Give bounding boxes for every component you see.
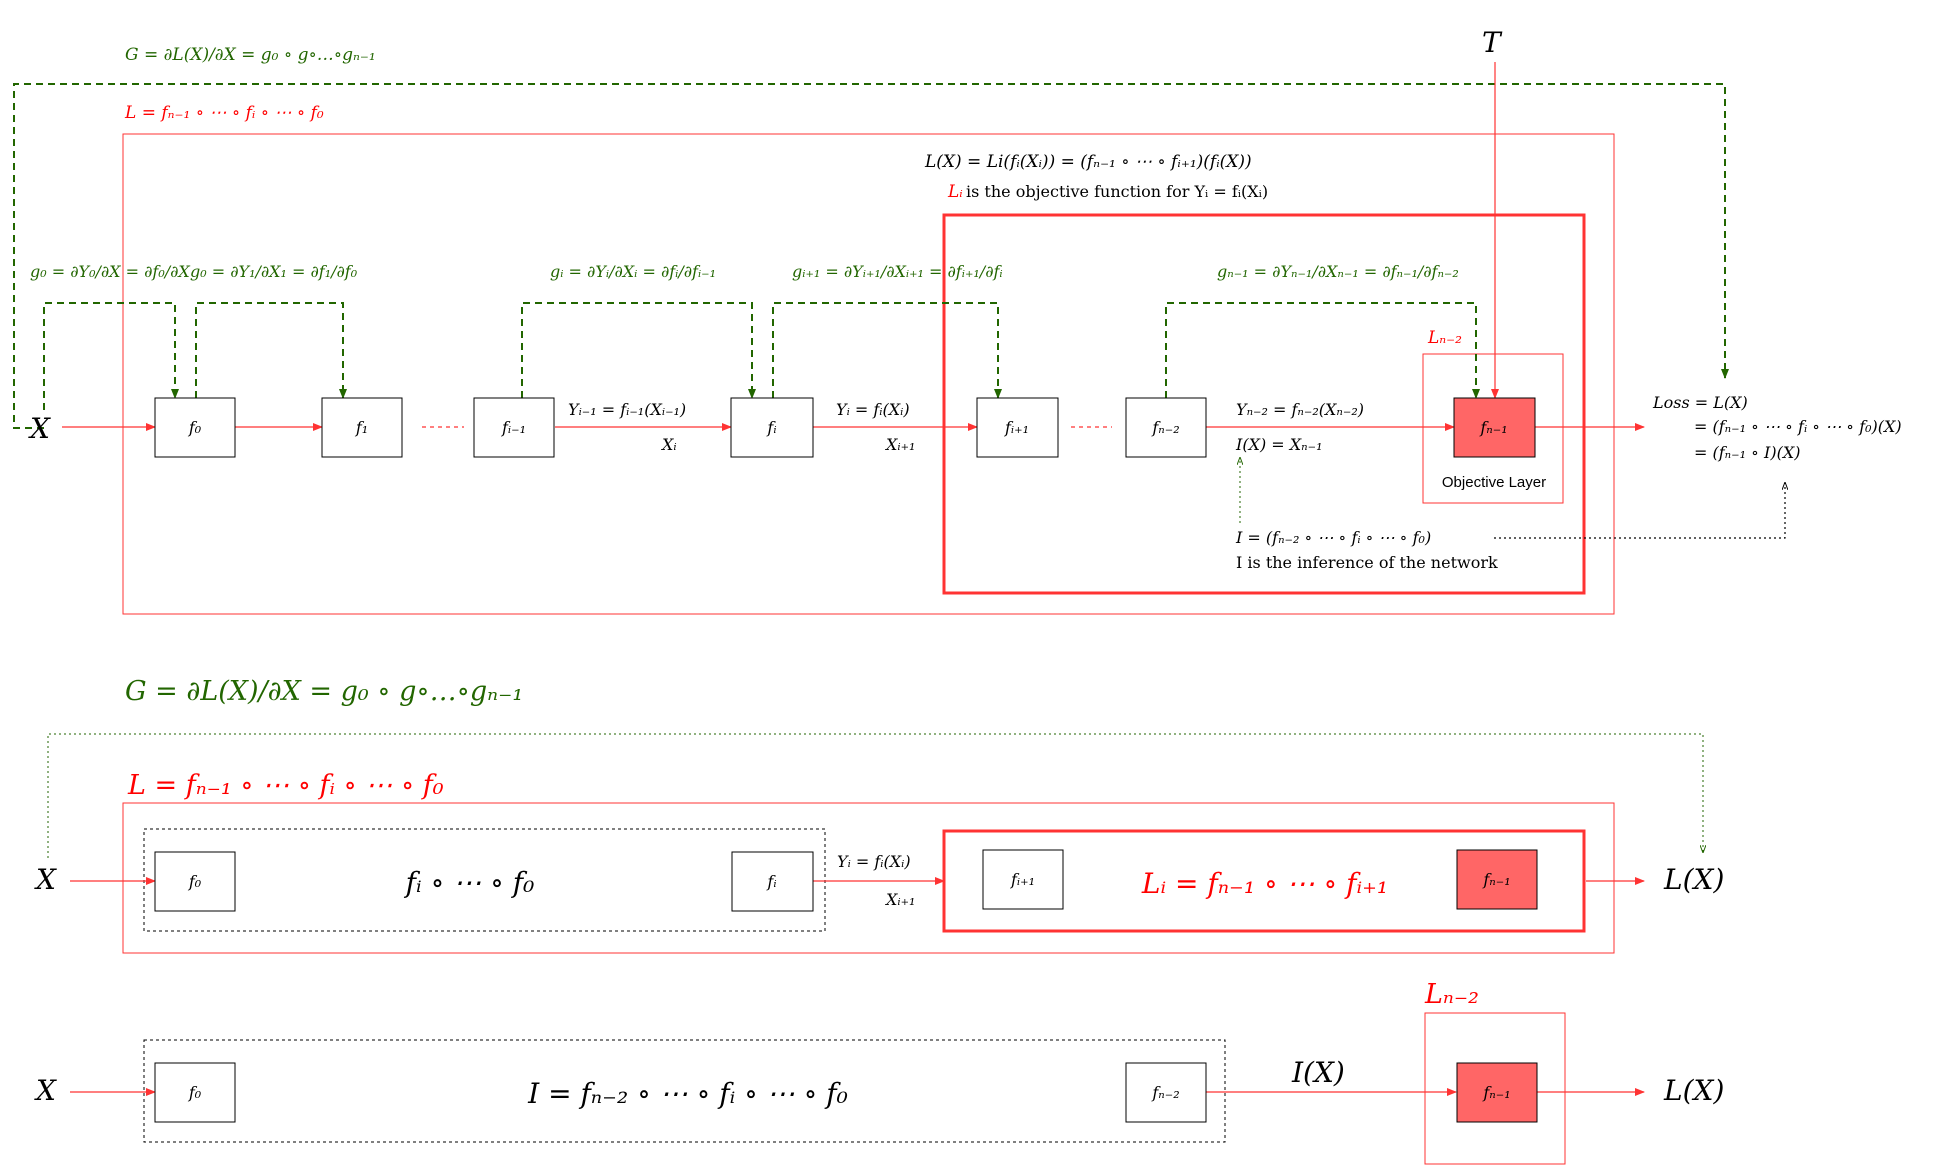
loss-line-3: = (fₙ₋₁ ∘ I)(X)	[1694, 443, 1800, 462]
mid-box-fip1	[982, 849, 1064, 910]
mid-Li-equation: Lᵢ = fₙ₋₁ ∘ ⋯ ∘ fᵢ₊₁	[1141, 867, 1388, 900]
box-fip1	[976, 397, 1059, 458]
bottom-inference-dotted-box	[143, 1039, 1226, 1143]
edge-y-im1: Yᵢ₋₁ = fᵢ₋₁(Xᵢ₋₁)	[568, 400, 686, 419]
global-gradient-dashed-path	[13, 83, 1729, 429]
middle-diagram: G = ∂L(X)/∂X = g₀ ∘ g∘…∘gₙ₋₁ L = fₙ₋₁ ∘ …	[34, 676, 1724, 954]
mid-edge-y-i: Yᵢ = fᵢ(Xᵢ)	[837, 852, 911, 871]
Li-description: is the objective function for Yᵢ = fᵢ(Xᵢ…	[966, 182, 1268, 201]
box-fip1-label: fᵢ₊₁	[1004, 418, 1029, 437]
box-f0-label: f₀	[188, 418, 202, 437]
box-fim1-label: fᵢ₋₁	[501, 418, 526, 437]
mid-gradient-dotted-path	[47, 733, 1703, 858]
Li-label: Lᵢ	[947, 182, 963, 202]
edge-y-i: Yᵢ = fᵢ(Xᵢ)	[836, 400, 910, 419]
mid-X-label: X	[34, 863, 57, 896]
g0-connector	[43, 302, 179, 410]
mid-box-fi-label: fᵢ	[766, 872, 776, 891]
top-loss-L: L = fₙ₋₁ ∘ ⋯ ∘ fᵢ ∘ ⋯ ∘ f₀	[124, 103, 324, 123]
inference-definition: I = (fₙ₋₂ ∘ ⋯ ∘ fᵢ ∘ ⋯ ∘ f₀)	[1235, 528, 1431, 547]
box-fnm2-label: fₙ₋₂	[1151, 418, 1179, 437]
inference-description: I is the inference of the network	[1236, 553, 1498, 572]
mid-grad-G: G = ∂L(X)/∂X = g₀ ∘ g∘…∘gₙ₋₁	[125, 676, 523, 707]
gn1-label: gₙ₋₁ = ∂Yₙ₋₁/∂Xₙ₋₁ = ∂fₙ₋₁/∂fₙ₋₂	[1217, 262, 1459, 281]
Li-boundary-rect	[942, 213, 1586, 595]
edge-x-ip1: Xᵢ₊₁	[884, 435, 915, 454]
box-fi	[730, 397, 814, 458]
bottom-box-fn2	[1125, 1062, 1207, 1123]
bottom-Ln2-label: Lₙ₋₂	[1424, 979, 1479, 1010]
bottom-box-fn1	[1456, 1062, 1538, 1123]
mid-loss-boundary	[122, 802, 1615, 954]
bottom-box-f0-label: f₀	[188, 1083, 202, 1102]
box-fnm1-label: fₙ₋₁	[1479, 418, 1507, 437]
LX-equation: L(X) = Li(fᵢ(Xᵢ)) = (fₙ₋₁ ∘ ⋯ ∘ fᵢ₊₁)(fᵢ…	[924, 152, 1252, 172]
mid-compose: fᵢ ∘ ⋯ ∘ f₀	[404, 866, 535, 899]
top-X-label: X	[28, 412, 51, 445]
edge-ix: I(X) = Xₙ₋₁	[1235, 435, 1323, 454]
loss-line-1: Loss = L(X)	[1652, 393, 1748, 412]
box-f1-label: f₁	[355, 418, 368, 437]
gip1-label: gᵢ₊₁ = ∂Yᵢ₊₁/∂Xᵢ₊₁ = ∂fᵢ₊₁/∂fᵢ	[792, 262, 1003, 281]
bottom-LX: L(X)	[1663, 1074, 1724, 1107]
box-fi-label: fᵢ	[766, 418, 776, 437]
mid-box-f0	[154, 851, 236, 912]
mid-box-f0-label: f₀	[188, 872, 202, 891]
loss-line-2: = (fₙ₋₁ ∘ ⋯ ∘ fᵢ ∘ ⋯ ∘ f₀)(X)	[1694, 417, 1902, 436]
bottom-Ln2-boundary	[1424, 1012, 1566, 1165]
edge-x-i: Xᵢ	[660, 435, 677, 454]
mid-edge-x-ip1: Xᵢ₊₁	[884, 890, 915, 909]
mid-LX: L(X)	[1663, 863, 1724, 896]
mid-box-fi	[731, 851, 814, 912]
box-f1	[321, 397, 403, 458]
bottom-I-equation: I = fₙ₋₂ ∘ ⋯ ∘ fᵢ ∘ ⋯ ∘ f₀	[527, 1077, 848, 1110]
loss-boundary-rect	[122, 133, 1615, 615]
g0-label: g₀ = ∂Y₀/∂X = ∂f₀/∂X	[30, 262, 190, 281]
bottom-box-fn1-label: fₙ₋₁	[1482, 1083, 1510, 1102]
gip1-connector	[772, 302, 1002, 399]
mid-box-fn1-label: fₙ₋₁	[1482, 870, 1510, 889]
box-fim1	[473, 397, 555, 458]
g1-connector	[195, 302, 347, 399]
edge-y-nm2: Yₙ₋₂ = fₙ₋₂(Xₙ₋₂)	[1236, 400, 1364, 419]
gn1-connector	[1165, 302, 1480, 399]
bottom-IX: I(X)	[1291, 1056, 1345, 1089]
box-fnm1-objective	[1453, 397, 1536, 458]
top-grad-G: G = ∂L(X)/∂X = g₀ ∘ g∘…∘gₙ₋₁	[125, 45, 376, 65]
local-gradient-connectors	[43, 302, 1480, 410]
top-function-boxes	[154, 397, 1536, 458]
target-T-label: T	[1482, 26, 1503, 59]
mid-box-fip1-label: fᵢ₊₁	[1010, 870, 1035, 889]
g1-label: g₀ = ∂Y₁/∂X₁ = ∂f₁/∂f₀	[190, 262, 358, 281]
Ln2-label: Lₙ₋₂	[1427, 328, 1462, 348]
bottom-X-label: X	[34, 1074, 57, 1107]
objective-layer-label: Objective Layer	[1442, 474, 1546, 491]
top-diagram: G = ∂L(X)/∂X = g₀ ∘ g∘…∘gₙ₋₁ L = fₙ₋₁ ∘ …	[13, 26, 1902, 615]
mid-box-fn1	[1456, 849, 1538, 910]
Ln2-boundary-rect	[1422, 353, 1564, 504]
inference-to-loss-dotted	[1494, 483, 1785, 539]
gi-connector	[521, 302, 756, 399]
gi-label: gᵢ = ∂Yᵢ/∂Xᵢ = ∂fᵢ/∂fᵢ₋₁	[550, 262, 716, 281]
bottom-box-f0	[154, 1062, 236, 1123]
bottom-box-fn2-label: fₙ₋₂	[1151, 1083, 1179, 1102]
bottom-diagram: X f₀ I = fₙ₋₂ ∘ ⋯ ∘ fᵢ ∘ ⋯ ∘ f₀ fₙ₋₂ I(X…	[34, 979, 1724, 1165]
mid-loss-L: L = fₙ₋₁ ∘ ⋯ ∘ fᵢ ∘ ⋯ ∘ f₀	[127, 770, 444, 801]
box-f0	[154, 397, 236, 458]
box-fnm2	[1125, 397, 1207, 458]
mid-prefix-dotted-box	[143, 828, 826, 932]
